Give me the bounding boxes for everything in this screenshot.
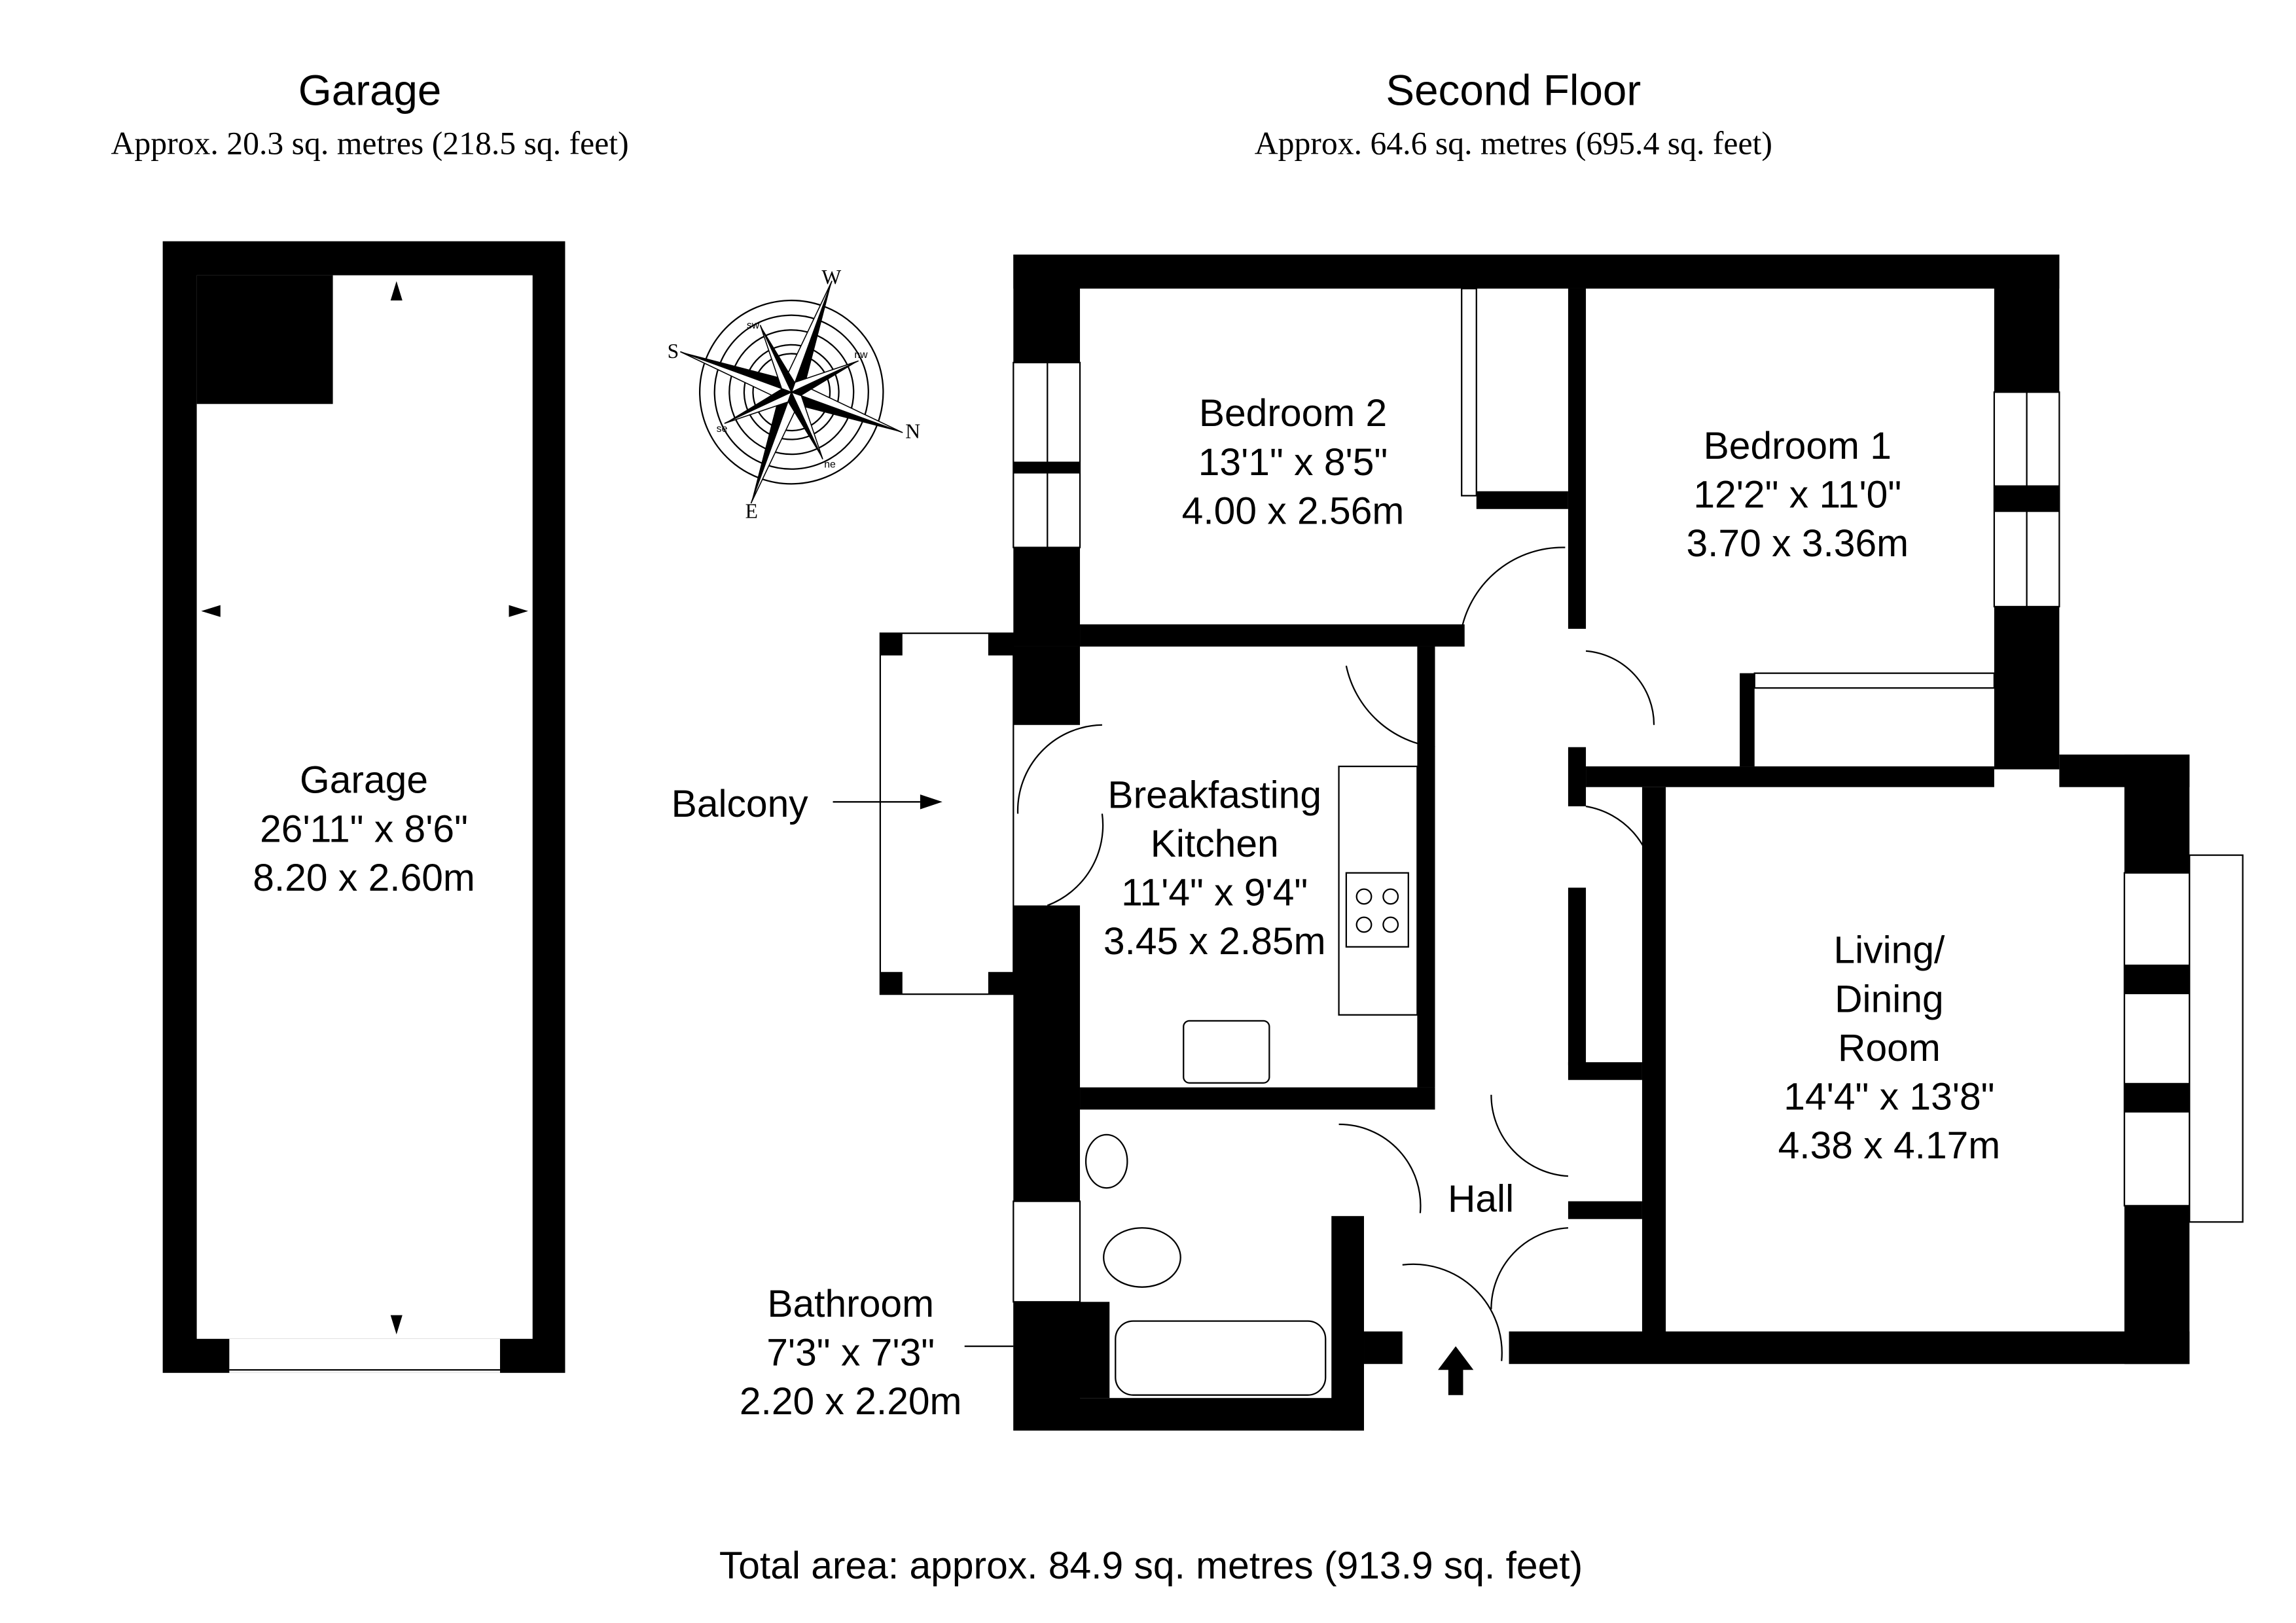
bathroom-label: Bathroom	[767, 1283, 934, 1325]
garage-title: Garage	[298, 67, 442, 115]
kitchen-label-1: Breakfasting	[1107, 774, 1321, 816]
kitchen-label-2: Kitchen	[1151, 823, 1279, 865]
compass-w: W	[821, 266, 841, 289]
compass-s: S	[668, 340, 679, 363]
living-label-1: Living/	[1834, 929, 1946, 972]
bedroom1-metric: 3.70 x 3.36m	[1686, 522, 1909, 565]
living-metric: 4.38 x 4.17m	[1778, 1124, 2001, 1167]
garage-label: Garage	[300, 759, 428, 802]
living-imperial: 14'4" x 13'8"	[1784, 1075, 1994, 1118]
compass-ne: ne	[824, 459, 836, 470]
bedroom1-imperial: 12'2" x 11'0"	[1693, 474, 1901, 516]
bathroom-metric: 2.20 x 2.20m	[740, 1380, 962, 1423]
living-label-3: Room	[1838, 1027, 1941, 1069]
compass-e: E	[745, 499, 758, 522]
floor-title: Second Floor	[1386, 67, 1641, 115]
floor-area: Approx. 64.6 sq. metres (695.4 sq. feet)	[1255, 125, 1772, 161]
compass-nw: nw	[854, 349, 868, 361]
bedroom2-label: Bedroom 2	[1199, 392, 1387, 435]
compass-sw: sw	[747, 320, 760, 331]
hall-label: Hall	[1448, 1177, 1514, 1220]
compass-n: N	[905, 419, 920, 442]
compass-se: se	[717, 423, 728, 435]
second-floor-plan	[879, 254, 2244, 1431]
bedroom1-label: Bedroom 1	[1704, 425, 1892, 467]
bathroom-imperial: 7'3" x 7'3"	[766, 1331, 935, 1374]
bedroom2-metric: 4.00 x 2.56m	[1182, 490, 1405, 532]
garage-metric: 8.20 x 2.60m	[253, 857, 475, 899]
kitchen-imperial: 11'4" x 9'4"	[1121, 872, 1308, 914]
kitchen-metric: 3.45 x 2.85m	[1103, 920, 1326, 963]
garage-imperial: 26'11" x 8'6"	[260, 808, 468, 850]
total-area: Total area: approx. 84.9 sq. metres (913…	[719, 1544, 1583, 1587]
living-label-2: Dining	[1835, 978, 1944, 1020]
compass-rose-icon	[680, 280, 903, 504]
bedroom2-imperial: 13'1" x 8'5"	[1198, 441, 1388, 484]
entrance-arrow-icon	[1438, 1346, 1474, 1395]
garage-area: Approx. 20.3 sq. metres (218.5 sq. feet)	[111, 125, 628, 161]
garage-plan	[162, 241, 565, 1373]
balcony-label: Balcony	[672, 783, 809, 825]
